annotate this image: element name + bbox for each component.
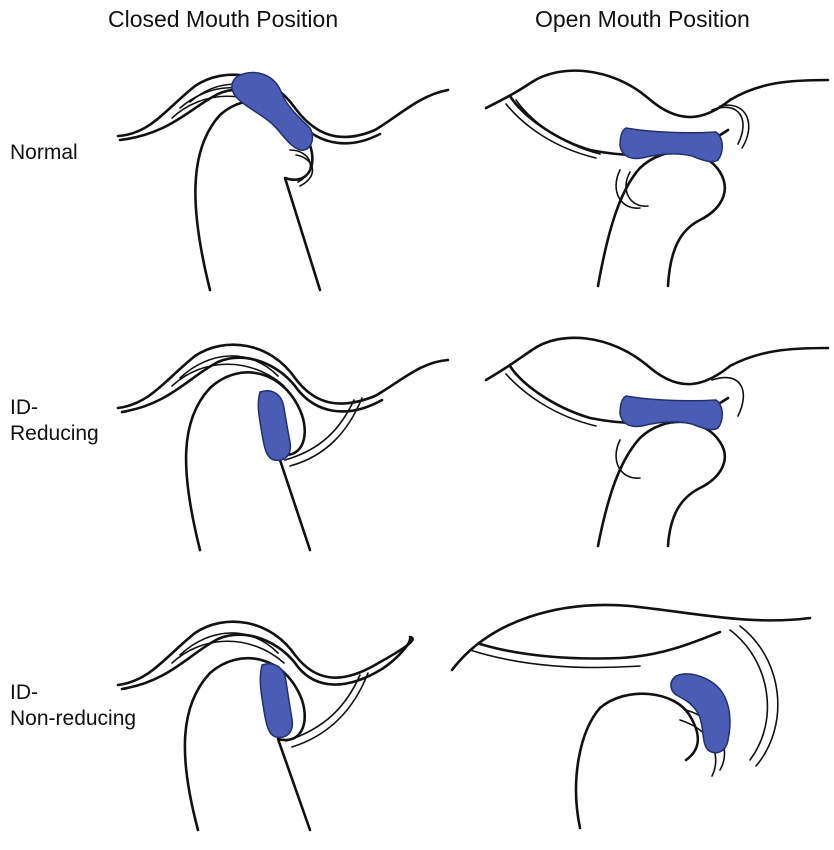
row-label-id-reducing: ID- Reducing bbox=[10, 395, 99, 447]
eminence-outline bbox=[478, 630, 722, 660]
condyle-outline bbox=[574, 692, 700, 830]
condyle-outline bbox=[184, 371, 312, 552]
condyle-outline bbox=[596, 420, 726, 548]
articular-disc bbox=[231, 71, 314, 151]
articular-disc bbox=[257, 390, 292, 462]
joint-normal-closed bbox=[116, 71, 450, 292]
condyle-outline bbox=[596, 150, 726, 288]
fossa-outline bbox=[116, 73, 450, 139]
condyle-outline bbox=[183, 657, 312, 832]
fossa-outline bbox=[484, 69, 830, 119]
eminence-outline bbox=[120, 633, 412, 691]
joint-reducing-open bbox=[484, 336, 830, 548]
articular-disc bbox=[619, 127, 723, 163]
row-label-line: ID- bbox=[10, 396, 38, 419]
row-label-id-non-reducing: ID- Non-reducing bbox=[10, 680, 136, 732]
fossa-outline bbox=[116, 620, 414, 687]
joint-non-reducing-closed bbox=[116, 620, 414, 832]
joint-normal-open bbox=[484, 69, 830, 288]
row-label-line: Reducing bbox=[10, 422, 99, 445]
fossa-outline bbox=[116, 343, 450, 410]
joint-non-reducing-open bbox=[450, 603, 812, 830]
row-label-line: Non-reducing bbox=[10, 707, 137, 730]
fossa-outline bbox=[484, 336, 830, 386]
header-closed-mouth: Closed Mouth Position bbox=[108, 6, 339, 32]
row-label-line: ID- bbox=[10, 681, 38, 704]
row-label-line: Normal bbox=[10, 141, 78, 164]
eminence-outline bbox=[120, 356, 384, 414]
fossa-outline bbox=[450, 603, 812, 672]
articular-disc bbox=[619, 395, 723, 431]
articular-disc bbox=[670, 673, 731, 754]
articular-disc bbox=[259, 663, 294, 739]
joint-reducing-closed bbox=[116, 343, 450, 552]
row-label-normal: Normal bbox=[10, 140, 78, 166]
header-open-mouth: Open Mouth Position bbox=[535, 6, 750, 32]
